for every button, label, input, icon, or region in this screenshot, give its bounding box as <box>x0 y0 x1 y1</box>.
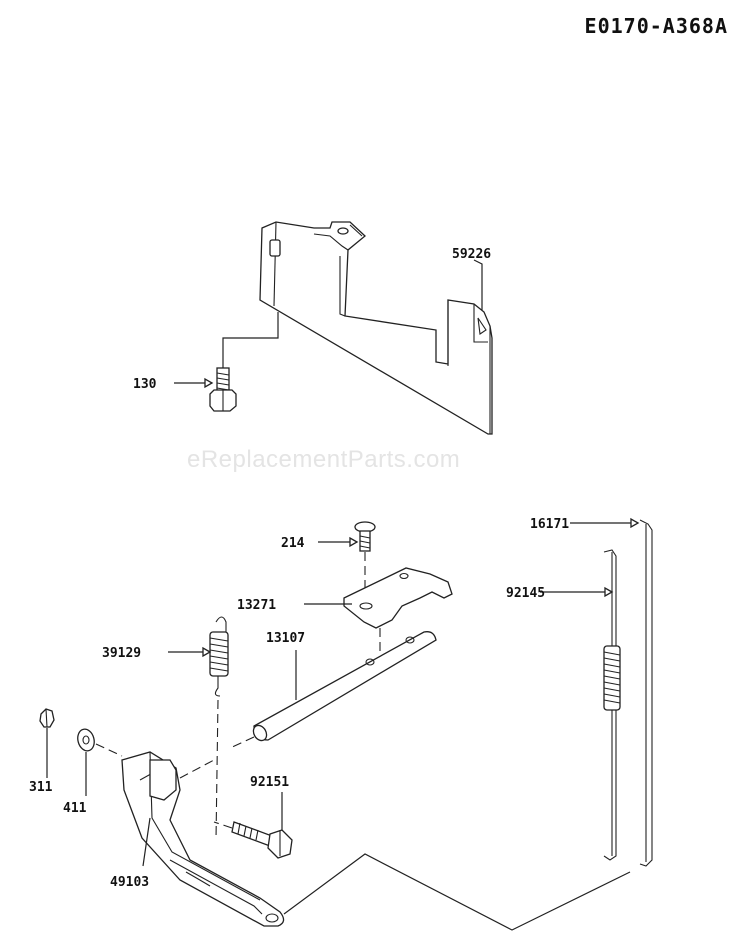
bolt-92151[interactable] <box>231 821 293 859</box>
label-16171[interactable]: 16171 <box>530 517 569 532</box>
label-214[interactable]: 214 <box>281 536 305 551</box>
label-49103[interactable]: 49103 <box>110 875 149 890</box>
label-92145[interactable]: 92145 <box>506 586 545 601</box>
lever-arm-49103[interactable] <box>121 751 285 927</box>
screw-214[interactable] <box>354 521 376 552</box>
label-13107[interactable]: 13107 <box>266 631 305 646</box>
label-13271[interactable]: 13271 <box>237 598 276 613</box>
watermark: eReplacementParts.com <box>187 446 461 473</box>
label-411[interactable]: 411 <box>63 801 87 816</box>
label-92151[interactable]: 92151 <box>250 775 289 790</box>
shaft-13107[interactable] <box>251 631 437 743</box>
spring-92145[interactable] <box>603 549 621 861</box>
nut-311[interactable] <box>39 708 55 728</box>
bolt-130[interactable] <box>209 367 237 412</box>
lever-plate-13271[interactable] <box>343 567 453 629</box>
spring-39129[interactable] <box>209 616 229 697</box>
label-130[interactable]: 130 <box>133 377 157 392</box>
label-59226[interactable]: 59226 <box>452 247 491 262</box>
washer-411[interactable] <box>75 727 96 752</box>
bracket-59226[interactable] <box>259 221 493 435</box>
linkage-line <box>283 853 631 931</box>
label-311[interactable]: 311 <box>29 780 53 795</box>
rod-16171[interactable] <box>639 519 653 867</box>
diagram-code: E0170-A368A <box>584 14 728 38</box>
label-39129[interactable]: 39129 <box>102 646 141 661</box>
